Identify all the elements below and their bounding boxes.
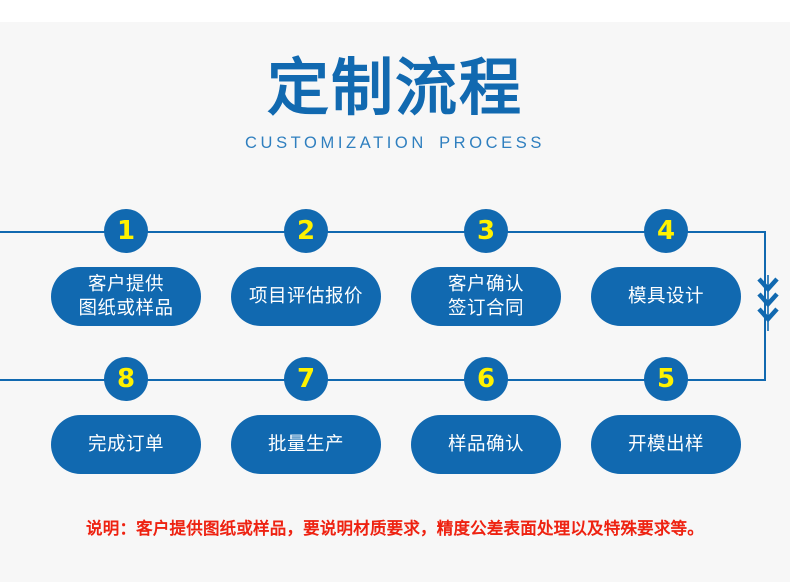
step-number-badge: 7: [284, 357, 328, 401]
page-subtitle: CUSTOMIZATION PROCESS: [245, 134, 545, 153]
step-label: 开模出样: [627, 433, 704, 455]
step-pill[interactable]: 客户确认 签订合同: [411, 267, 561, 326]
connector-line-top: [0, 231, 766, 233]
step-pill[interactable]: 开模出样: [591, 415, 741, 474]
connector-line-bottom: [0, 379, 766, 381]
step-number-badge: 8: [104, 357, 148, 401]
step-number-badge: 1: [104, 209, 148, 253]
step-pill[interactable]: 批量生产: [231, 415, 381, 474]
step-number-badge: 2: [284, 209, 328, 253]
step-label: 项目评估报价: [248, 285, 363, 307]
step-pill[interactable]: 模具设计: [591, 267, 741, 326]
footer-note: 说明：客户提供图纸或样品，要说明材质要求，精度公差表面处理以及特殊要求等。: [86, 519, 704, 538]
step-pill[interactable]: 项目评估报价: [231, 267, 381, 326]
step-label: 完成订单: [87, 433, 164, 455]
step-label: 客户提供 图纸或样品: [78, 273, 174, 319]
step-number-badge: 3: [464, 209, 508, 253]
step-pill[interactable]: 完成订单: [51, 415, 201, 474]
step-label: 模具设计: [627, 285, 704, 307]
connector-line-right: [764, 231, 766, 381]
step-label: 样品确认: [447, 433, 524, 455]
step-number-badge: 4: [644, 209, 688, 253]
step-number-badge: 5: [644, 357, 688, 401]
step-pill[interactable]: 样品确认: [411, 415, 561, 474]
step-label: 批量生产: [267, 433, 344, 455]
page-title: 定制流程: [266, 51, 523, 124]
header: 定制流程 CUSTOMIZATION PROCESS: [0, 55, 790, 153]
step-pill[interactable]: 客户提供 图纸或样品: [51, 267, 201, 326]
step-label: 客户确认 签订合同: [447, 273, 524, 319]
triple-chevron-down-icon: [755, 275, 781, 331]
step-number-badge: 6: [464, 357, 508, 401]
